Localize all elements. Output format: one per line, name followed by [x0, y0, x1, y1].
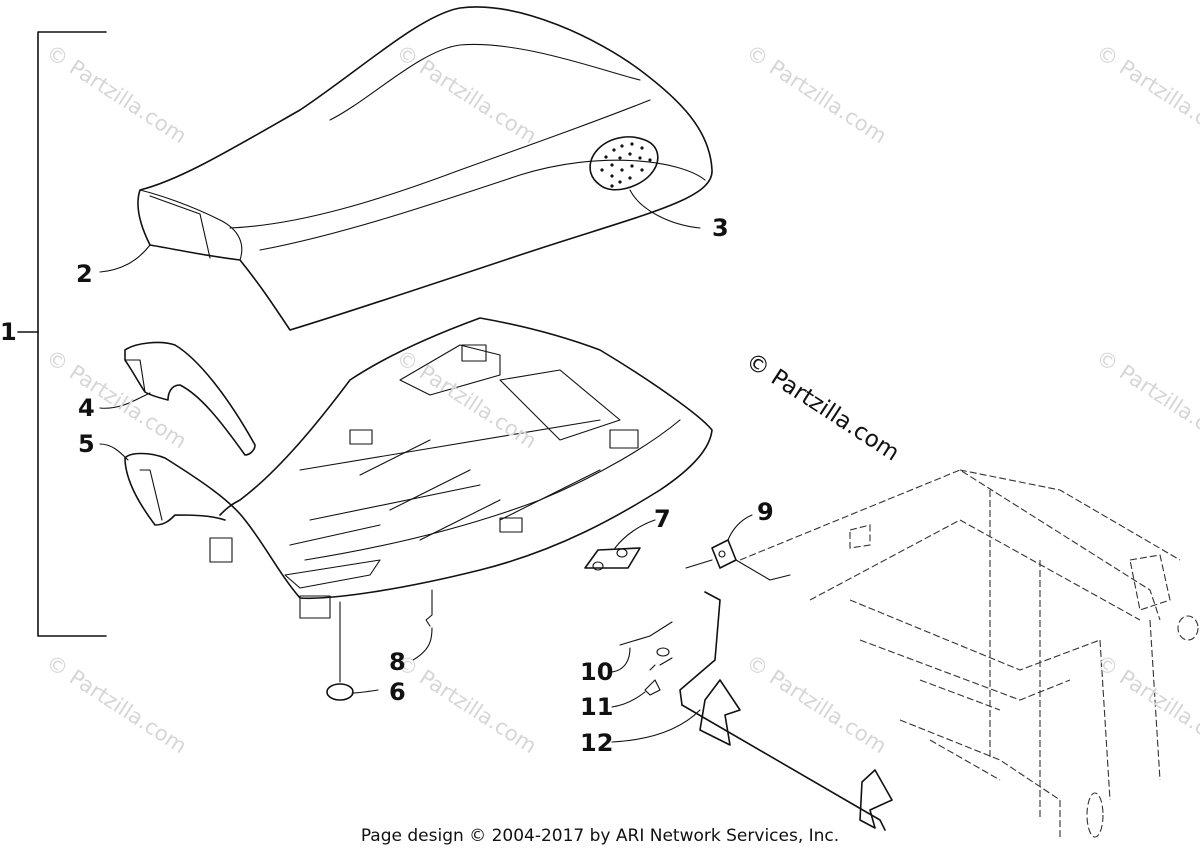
latch-assembly [619, 539, 893, 831]
callout-9: 9 [757, 498, 774, 526]
frame-outline [739, 469, 1199, 840]
assembly-bracket [17, 31, 107, 637]
seat-cover [137, 6, 713, 331]
callout-6: 6 [389, 678, 406, 706]
callout-12: 12 [580, 729, 614, 757]
callout-4: 4 [78, 394, 95, 422]
callout-5: 5 [78, 430, 95, 458]
seat-base-pan [124, 317, 713, 619]
emblem-badge [589, 136, 659, 191]
callout-11: 11 [580, 693, 614, 721]
callout-2: 2 [76, 260, 93, 288]
callout-8: 8 [389, 648, 406, 676]
callout-7: 7 [654, 505, 671, 533]
seat-foam-pad [124, 341, 256, 456]
callout-1: 1 [0, 318, 17, 346]
leader-lines [99, 189, 753, 743]
callout-3: 3 [712, 214, 729, 242]
page-footer: Page design © 2004-2017 by ARI Network S… [360, 826, 840, 846]
small-parts [326, 547, 641, 701]
callout-10: 10 [580, 658, 614, 686]
